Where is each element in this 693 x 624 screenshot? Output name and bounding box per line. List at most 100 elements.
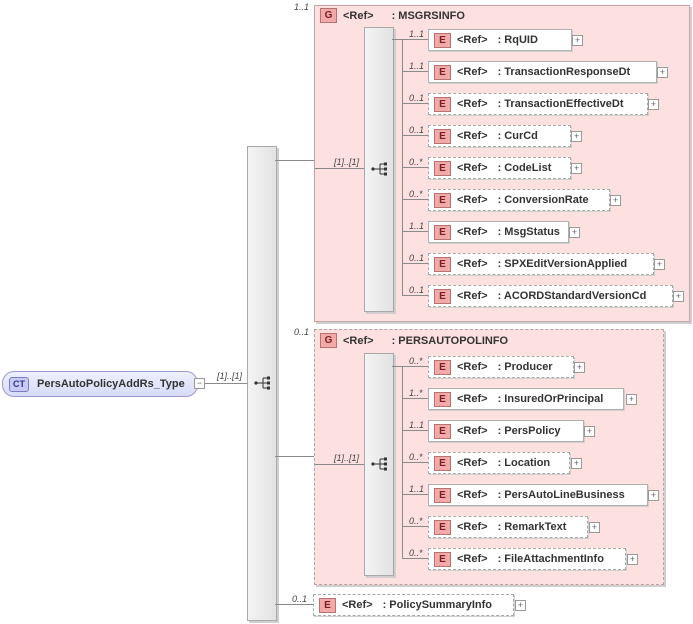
element-spxeditversionapplied[interactable]: E <Ref> : SPXEditVersionApplied: [428, 253, 654, 275]
expand-icon[interactable]: +: [571, 163, 582, 174]
element-msgstatus[interactable]: E <Ref> : MsgStatus: [428, 221, 569, 243]
element-name: : Location: [497, 457, 551, 469]
group-name: : PERSAUTOPOLINFO: [391, 334, 509, 347]
element-badge: E: [434, 224, 451, 240]
element-cardinality: 0..*: [409, 548, 423, 558]
expand-icon[interactable]: +: [515, 600, 526, 611]
group-badge: G: [320, 8, 337, 23]
complex-type-root[interactable]: CT PersAutoPolicyAddRs_Type: [2, 371, 198, 397]
element-name: : PersPolicy: [497, 425, 561, 437]
element-name: : TransactionEffectiveDt: [497, 98, 624, 110]
element-persautolinebusiness[interactable]: E <Ref> : PersAutoLineBusiness: [428, 484, 648, 506]
element-ref: <Ref>: [457, 226, 488, 238]
element-badge: E: [434, 32, 451, 48]
expand-icon[interactable]: +: [657, 67, 668, 78]
element-badge: E: [434, 128, 451, 144]
expand-icon[interactable]: +: [584, 426, 595, 437]
element-ref: <Ref>: [457, 34, 488, 46]
group-cardinality: 1..1: [294, 2, 310, 12]
element-location[interactable]: E <Ref> : Location: [428, 452, 570, 474]
element-cardinality: 1..1: [409, 484, 425, 494]
expand-icon[interactable]: +: [571, 131, 582, 142]
element-cardinality: 1..1: [409, 29, 425, 39]
group-cardinality: 0..1: [294, 327, 310, 337]
element-badge: E: [434, 487, 451, 503]
element-badge: E: [434, 359, 451, 375]
expand-icon[interactable]: +: [648, 490, 659, 501]
element-cardinality: 1..1: [409, 61, 425, 71]
element-transactionresponsedt[interactable]: E <Ref> : TransactionResponseDt: [428, 61, 657, 83]
element-name: : ACORDStandardVersionCd: [497, 290, 647, 302]
element-badge: E: [434, 160, 451, 176]
element-name: : CodeList: [497, 162, 552, 174]
element-rquid[interactable]: E <Ref> : RqUID: [428, 29, 572, 51]
element-name: : PolicySummaryInfo: [382, 599, 492, 611]
element-cardinality: 0..*: [409, 452, 423, 462]
expand-icon[interactable]: +: [572, 35, 583, 46]
element-ref: <Ref>: [457, 130, 488, 142]
element-conversionrate[interactable]: E <Ref> : ConversionRate: [428, 189, 610, 211]
element-name: : FileAttachmentInfo: [497, 553, 604, 565]
expand-icon[interactable]: +: [648, 99, 659, 110]
element-cardinality: 1..1: [409, 221, 425, 231]
element-name: : MsgStatus: [497, 226, 560, 238]
expand-icon[interactable]: +: [673, 291, 684, 302]
element-fileattachmentinfo[interactable]: E <Ref> : FileAttachmentInfo: [428, 548, 626, 570]
element-badge: E: [434, 391, 451, 407]
element-name: : RqUID: [497, 34, 538, 46]
expand-icon[interactable]: +: [571, 458, 582, 469]
element-policysummaryinfo[interactable]: E <Ref> : PolicySummaryInfo: [313, 594, 514, 616]
element-cardinality: 0..*: [409, 356, 423, 366]
element-curcd[interactable]: E <Ref> : CurCd: [428, 125, 571, 147]
element-badge: E: [319, 597, 336, 613]
element-ref: <Ref>: [457, 66, 488, 78]
sequence-icon: [254, 376, 270, 390]
element-ref: <Ref>: [457, 489, 488, 501]
element-ref: <Ref>: [457, 194, 488, 206]
expand-icon[interactable]: +: [574, 362, 585, 373]
expand-icon[interactable]: +: [627, 554, 638, 565]
group-badge: G: [320, 333, 337, 348]
element-badge: E: [434, 96, 451, 112]
element-cardinality: 0..*: [409, 157, 423, 167]
element-acordstandardversioncd[interactable]: E <Ref> : ACORDStandardVersionCd: [428, 285, 673, 307]
element-cardinality: 0..1: [409, 285, 425, 295]
element-name: : RemarkText: [497, 521, 567, 533]
expand-icon[interactable]: +: [654, 259, 665, 270]
element-ref: <Ref>: [457, 162, 488, 174]
expand-icon[interactable]: +: [610, 195, 621, 206]
element-badge: E: [434, 256, 451, 272]
element-badge: E: [434, 64, 451, 80]
element-cardinality: 0..1: [409, 253, 425, 263]
collapse-icon[interactable]: −: [194, 378, 205, 389]
element-transactioneffectivedt[interactable]: E <Ref> : TransactionEffectiveDt: [428, 93, 648, 115]
group-name: : MSGRSINFO: [391, 9, 465, 22]
element-insuredorprincipal[interactable]: E <Ref> : InsuredOrPrincipal: [428, 388, 624, 410]
element-cardinality: 1..1: [409, 420, 425, 430]
element-remarktext[interactable]: E <Ref> : RemarkText: [428, 516, 588, 538]
expand-icon[interactable]: +: [589, 522, 600, 533]
element-perspolicy[interactable]: E <Ref> : PersPolicy: [428, 420, 584, 442]
element-cardinality: 0..1: [292, 594, 308, 604]
element-producer[interactable]: E <Ref> : Producer: [428, 356, 574, 378]
element-name: : SPXEditVersionApplied: [497, 258, 628, 270]
element-name: : PersAutoLineBusiness: [497, 489, 625, 501]
element-codelist[interactable]: E <Ref> : CodeList: [428, 157, 571, 179]
expand-icon[interactable]: +: [569, 227, 580, 238]
complex-type-name: PersAutoPolicyAddRs_Type: [37, 378, 185, 390]
element-ref: <Ref>: [457, 425, 488, 437]
element-cardinality: 1..*: [409, 388, 423, 398]
element-name: : CurCd: [497, 130, 538, 142]
element-badge: E: [434, 551, 451, 567]
element-cardinality: 0..*: [409, 516, 423, 526]
element-cardinality: 0..*: [409, 189, 423, 199]
element-ref: <Ref>: [457, 521, 488, 533]
root-cardinality: [1]..[1]: [217, 371, 243, 381]
element-cardinality: 0..1: [409, 93, 425, 103]
sequence-cardinality: [1]..[1]: [334, 453, 360, 463]
complex-type-badge: CT: [9, 376, 29, 392]
expand-icon[interactable]: +: [626, 394, 637, 405]
element-name: : TransactionResponseDt: [497, 66, 631, 78]
element-badge: E: [434, 288, 451, 304]
group-ref: <Ref>: [343, 9, 374, 22]
